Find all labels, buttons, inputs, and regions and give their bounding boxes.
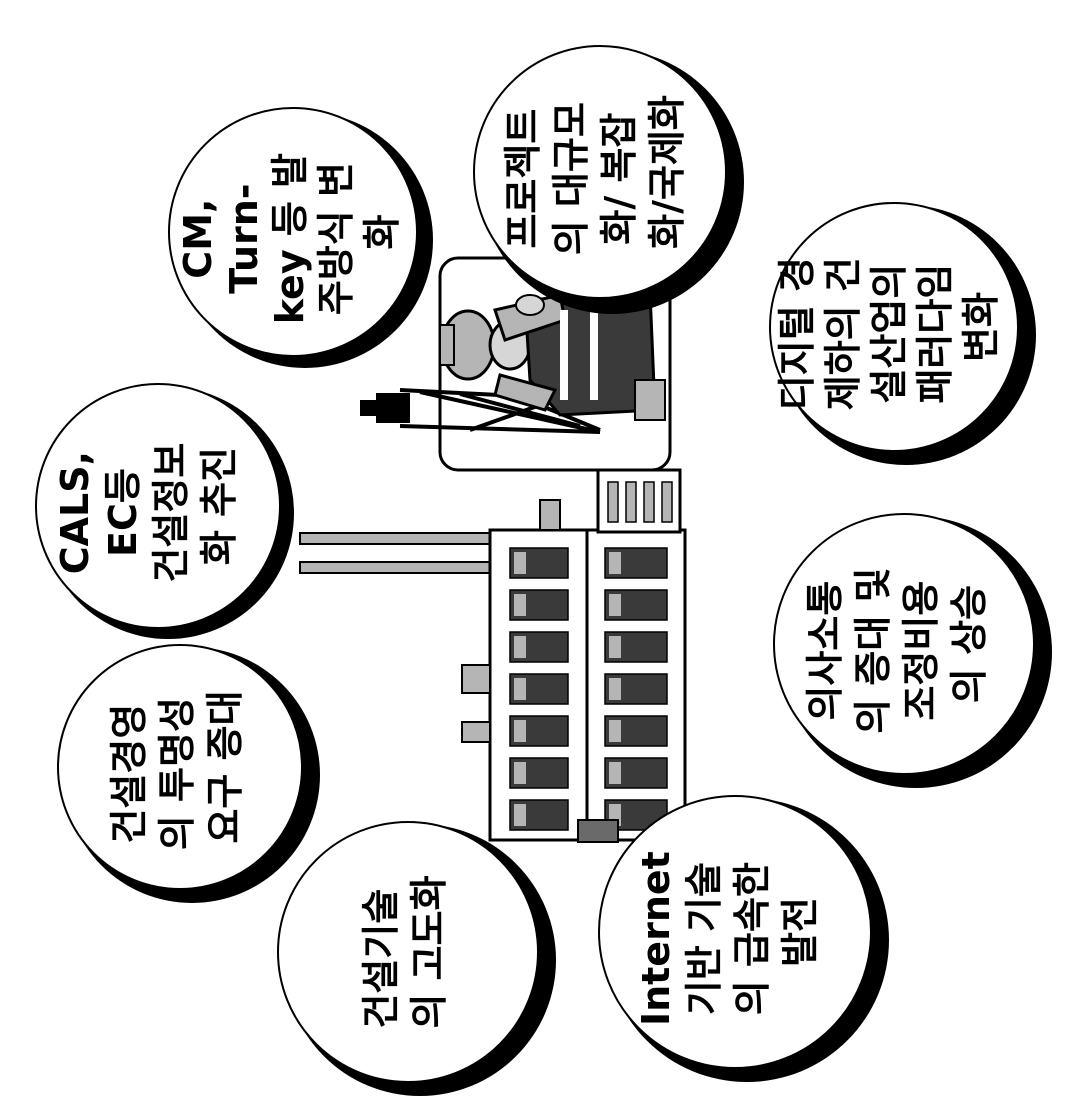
bubble-digital-economy-text: 디지털 경 제하의 건 설산업의 패러다임 변화	[775, 244, 1003, 410]
bubble-cm-turnkey-text: CM, Turn- key 등 발 주방식 변 화	[176, 140, 404, 324]
bubble-tech-advance: 건설기술 의 고도화	[277, 821, 556, 1096]
bubble-cm-turnkey: CM, Turn- key 등 발 주방식 변 화	[168, 107, 433, 368]
tower-crane-icon	[360, 388, 601, 434]
annex-building	[596, 468, 682, 534]
bubble-internet-text: Internet 기반 기술 의 급속한 발전	[634, 838, 822, 1026]
bubble-cals-text: CALS, EC등 건설정보 화 추진	[53, 429, 241, 582]
building-icon	[461, 499, 687, 843]
bubble-tech-advance-text: 건설기술 의 고도화	[359, 875, 451, 1028]
bubble-communication-text: 의사소통 의 증대 및 조정비용 의 상승	[803, 554, 991, 734]
bubble-internet: Internet 기반 기술 의 급속한 발전	[598, 795, 889, 1082]
smokestack-icon	[299, 532, 496, 574]
bubble-transparency-text: 건설경영 의 투명성 요구 증대	[107, 684, 247, 850]
bubble-transparency: 건설경영 의 투명성 요구 증대	[57, 644, 320, 903]
bubble-project-scale-text: 프로젝트 의 대규모 화/ 복잡 화/국제화	[501, 89, 689, 255]
bubble-digital-economy: 디지털 경 제하의 건 설산업의 패러다임 변화	[769, 202, 1036, 465]
construction-worker-icon	[439, 290, 666, 421]
bubble-communication: 의사소통 의 증대 및 조정비용 의 상승	[773, 513, 1052, 788]
bubble-project-scale: 프로젝트 의 대규모 화/ 복잡 화/국제화	[473, 45, 744, 314]
bubble-cals: CALS, EC등 건설정보 화 추진	[35, 383, 294, 639]
